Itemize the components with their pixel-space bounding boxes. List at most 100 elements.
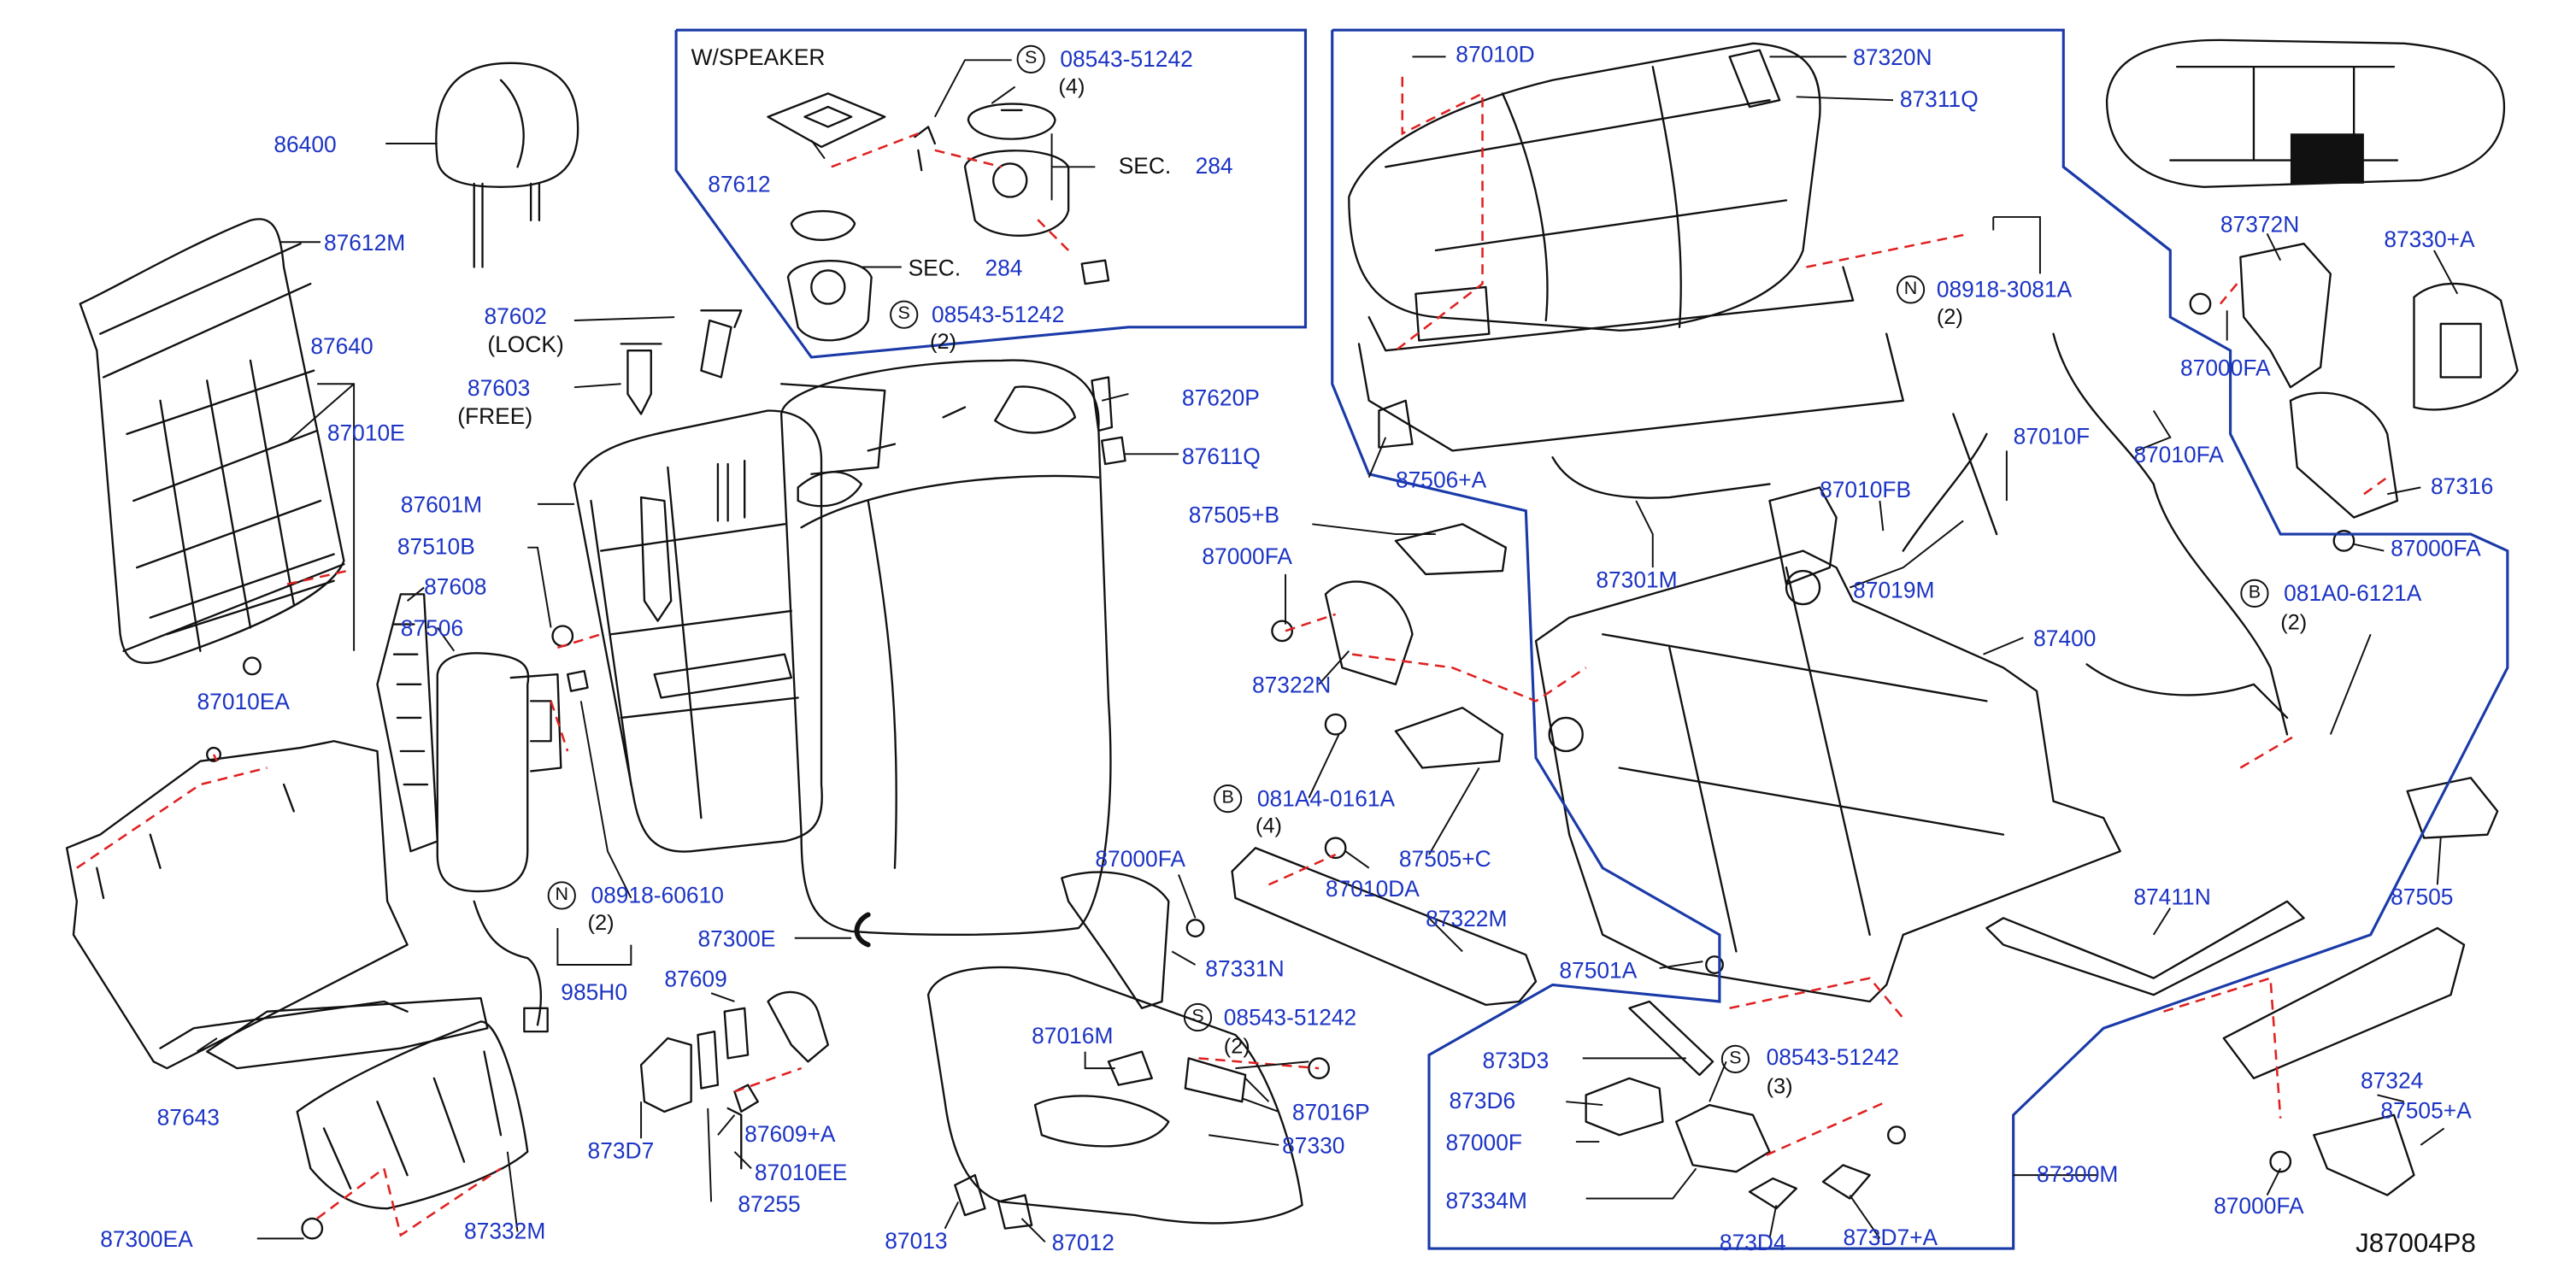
- part-label-87000FA-a[interactable]: 87000FA: [1202, 543, 1292, 570]
- part-label-87322N[interactable]: 87322N: [1251, 673, 1332, 698]
- part-label-08543-51242-d[interactable]: 08543-51242: [1766, 1044, 1900, 1071]
- part-label-87000FA-e[interactable]: 87000FA: [2214, 1193, 2304, 1219]
- lower-panel-87643: [65, 740, 489, 1070]
- symbol-s-screw-b: S: [890, 300, 919, 329]
- part-label-87300EA[interactable]: 87300EA: [100, 1226, 193, 1252]
- part-label-873D7A[interactable]: 873D7+A: [1843, 1225, 1938, 1251]
- back-panel-87612M: [79, 218, 345, 665]
- part-label-87601M[interactable]: 87601M: [400, 492, 483, 518]
- part-label-87010DA[interactable]: 87010DA: [1325, 876, 1420, 902]
- symbol-n-nut-b: N: [1896, 275, 1926, 304]
- part-label-87010F[interactable]: 87010F: [2013, 424, 2091, 449]
- seat-cushion-87301M: [1348, 42, 1904, 499]
- part-label-87611Q[interactable]: 87611Q: [1181, 444, 1261, 469]
- part-label-87330A[interactable]: 87330+A: [2384, 226, 2475, 252]
- part-label-87411N[interactable]: 87411N: [2133, 884, 2211, 910]
- part-label-sec284-b[interactable]: 284: [985, 255, 1023, 281]
- part-label-87609[interactable]: 87609: [664, 966, 727, 992]
- part-label-87316[interactable]: 87316: [2431, 473, 2494, 500]
- part-label-87300M[interactable]: 87300M: [2037, 1161, 2119, 1187]
- part-label-873D7[interactable]: 873D7: [587, 1138, 655, 1164]
- part-label-87609A[interactable]: 87609+A: [744, 1121, 836, 1147]
- part-label-87608[interactable]: 87608: [424, 573, 487, 600]
- part-label-87012[interactable]: 87012: [1051, 1230, 1115, 1255]
- part-label-87010FB[interactable]: 87010FB: [1820, 477, 1912, 502]
- part-label-87643[interactable]: 87643: [156, 1105, 220, 1131]
- part-label-985H0[interactable]: 985H0: [561, 979, 628, 1005]
- part-label-87640[interactable]: 87640: [310, 333, 373, 359]
- part-label-08543-51242-b[interactable]: 08543-51242: [931, 302, 1065, 327]
- part-label-87506A[interactable]: 87506+A: [1395, 467, 1487, 493]
- part-label-87000F[interactable]: 87000F: [1445, 1130, 1523, 1155]
- part-label-87300E[interactable]: 87300E: [697, 926, 776, 952]
- part-label-87505B[interactable]: 87505+B: [1188, 502, 1280, 528]
- part-label-sec284-a[interactable]: 284: [1195, 153, 1233, 179]
- part-label-87019M[interactable]: 87019M: [1853, 577, 1935, 603]
- part-label-87322M[interactable]: 87322M: [1426, 906, 1508, 931]
- part-label-08918-60610[interactable]: 08918-60610: [591, 883, 724, 908]
- part-label-87255[interactable]: 87255: [738, 1191, 801, 1217]
- seat-position-marker: [2290, 133, 2364, 184]
- part-label-87505A[interactable]: 87505+A: [2380, 1098, 2472, 1124]
- part-label-87505C[interactable]: 87505+C: [1398, 846, 1491, 872]
- part-label-87010EA[interactable]: 87010EA: [197, 689, 291, 715]
- part-label-87332M[interactable]: 87332M: [464, 1218, 546, 1244]
- part-label-87505[interactable]: 87505: [2391, 884, 2454, 910]
- part-label-87324[interactable]: 87324: [2360, 1068, 2424, 1094]
- part-label-87311Q[interactable]: 87311Q: [1899, 86, 1979, 112]
- rail-87411N: [1985, 900, 2305, 996]
- symbol-b-bolt-a: B: [1214, 784, 1243, 814]
- part-label-87334M[interactable]: 87334M: [1445, 1188, 1527, 1214]
- part-label-873D4[interactable]: 873D4: [1719, 1230, 1786, 1255]
- part-label-87620P[interactable]: 87620P: [1181, 385, 1260, 411]
- part-label-87010D[interactable]: 87010D: [1456, 41, 1535, 68]
- qty-081A4: (4): [1255, 813, 1282, 838]
- part-label-87330[interactable]: 87330: [1282, 1133, 1345, 1159]
- part-label-87372N[interactable]: 87372N: [2220, 212, 2300, 238]
- part-label-87000FA-d[interactable]: 87000FA: [2391, 536, 2481, 561]
- part-label-08918-3081A[interactable]: 08918-3081A: [1936, 277, 2073, 303]
- part-label-87010E[interactable]: 87010E: [326, 420, 405, 446]
- part-label-87602[interactable]: 87602: [484, 303, 547, 329]
- part-label-87320N[interactable]: 87320N: [1853, 44, 1932, 71]
- part-label-87010FA-a[interactable]: 87010FA: [2133, 442, 2224, 467]
- side-cover-87330: [926, 966, 1330, 1230]
- qty-081A0: (2): [2280, 608, 2308, 635]
- switch-parts: [1585, 955, 1906, 1210]
- note-sec-a: SEC.: [1118, 153, 1172, 179]
- symbol-s-screw-c: S: [1183, 1002, 1213, 1032]
- part-label-87016P[interactable]: 87016P: [1291, 1100, 1370, 1125]
- qty-08543-c: (2): [1223, 1033, 1250, 1059]
- part-label-87510B[interactable]: 87510B: [397, 534, 475, 560]
- part-label-87612M[interactable]: 87612M: [323, 230, 406, 256]
- part-label-87010EE[interactable]: 87010EE: [754, 1160, 848, 1185]
- part-label-87016M[interactable]: 87016M: [1032, 1023, 1114, 1049]
- part-label-081A4-0161A[interactable]: 081A4-0161A: [1256, 786, 1396, 812]
- part-label-873D6[interactable]: 873D6: [1449, 1088, 1516, 1113]
- cover-87331N: [1061, 871, 1170, 1009]
- car-top-view: [2105, 38, 2506, 188]
- part-label-87000FA-b[interactable]: 87000FA: [1095, 846, 1185, 872]
- part-label-081A0-6121A[interactable]: 081A0-6121A: [2284, 580, 2422, 607]
- part-label-86400[interactable]: 86400: [273, 132, 337, 157]
- assembly-guides: [76, 76, 2388, 1237]
- qty-08918-3081A: (2): [1936, 303, 1963, 329]
- part-label-87612[interactable]: 87612: [708, 172, 771, 197]
- headrest-86400: [435, 62, 579, 268]
- note-lock: (LOCK): [487, 332, 564, 358]
- part-label-08543-51242-c[interactable]: 08543-51242: [1223, 1004, 1357, 1031]
- part-label-87501A[interactable]: 87501A: [1559, 958, 1638, 984]
- part-label-87301M[interactable]: 87301M: [1596, 567, 1678, 593]
- part-label-87603[interactable]: 87603: [467, 375, 531, 401]
- part-label-87013[interactable]: 87013: [885, 1228, 948, 1254]
- part-label-87000FA-c[interactable]: 87000FA: [2180, 355, 2271, 381]
- right-trim-parts: [2189, 243, 2519, 1196]
- part-label-87331N[interactable]: 87331N: [1205, 956, 1285, 982]
- part-label-87506[interactable]: 87506: [400, 615, 464, 642]
- part-label-08543-51242-a[interactable]: 08543-51242: [1060, 46, 1193, 72]
- part-label-873D3[interactable]: 873D3: [1482, 1048, 1550, 1073]
- part-label-87400[interactable]: 87400: [2033, 626, 2097, 651]
- qty-08543-d: (3): [1766, 1072, 1793, 1099]
- group-frames: [674, 28, 2509, 1250]
